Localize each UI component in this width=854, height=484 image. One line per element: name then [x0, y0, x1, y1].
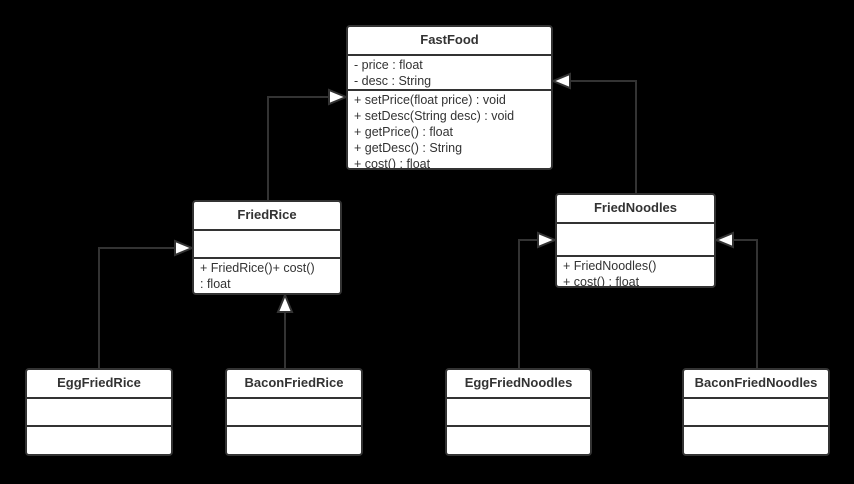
class-box-baconfriednoodles[interactable]: BaconFriedNoodles	[682, 368, 830, 456]
class-box-eggfriednoodles[interactable]: EggFriedNoodles	[445, 368, 592, 456]
attributes-section-empty	[557, 222, 714, 255]
method-line: : float	[200, 277, 231, 291]
method-line: + setPrice(float price) : void	[354, 93, 506, 107]
methods-section-empty	[447, 425, 590, 454]
methods-section-empty	[227, 425, 361, 454]
connector-line	[569, 80, 637, 193]
inheritance-edge-baconfriednoodles-to-friednoodles[interactable]	[713, 231, 758, 368]
hollow-triangle-arrowhead-icon	[328, 88, 349, 106]
connector-line	[732, 239, 758, 368]
class-title: FriedRice	[237, 207, 297, 222]
method-line: + getPrice() : float	[354, 125, 453, 139]
methods-section: + FriedNoodles() + cost() : float	[557, 255, 714, 286]
inheritance-edge-friedrice-to-fastfood[interactable]	[267, 88, 349, 200]
attributes-section-empty	[684, 397, 828, 425]
class-title: EggFriedNoodles	[464, 375, 573, 390]
attributes-section-empty	[227, 397, 361, 425]
class-box-friednoodles[interactable]: FriedNoodles + FriedNoodles() + cost() :…	[555, 193, 716, 288]
method-line: + FriedRice()+ cost()	[200, 261, 315, 275]
method-line: + cost() : float	[354, 157, 431, 168]
class-title: FriedNoodles	[593, 200, 678, 215]
attributes-section-empty	[27, 397, 171, 425]
attribute-line: - price : float	[354, 58, 423, 72]
attributes-section-empty	[194, 229, 340, 257]
class-box-baconfriedrice[interactable]: BaconFriedRice	[225, 368, 363, 456]
class-title: FastFood	[420, 32, 479, 47]
hollow-triangle-arrowhead-icon	[276, 292, 294, 313]
class-box-fastfood[interactable]: FastFood - price : float - desc : String…	[346, 25, 553, 170]
connector-line	[518, 239, 539, 368]
hollow-triangle-arrowhead-icon	[174, 239, 195, 257]
methods-section-empty	[27, 425, 171, 454]
class-title: EggFriedRice	[57, 375, 141, 390]
connector-line	[98, 247, 176, 368]
inheritance-edge-baconfriedrice-to-friedrice[interactable]	[276, 292, 294, 368]
method-line: + getDesc() : String	[354, 141, 463, 155]
inheritance-edge-friednoodles-to-fastfood[interactable]	[550, 72, 637, 193]
hollow-triangle-arrowhead-icon	[550, 72, 571, 90]
methods-section-empty	[684, 425, 828, 454]
connector-line	[267, 96, 330, 200]
inheritance-edge-eggfriednoodles-to-friednoodles[interactable]	[518, 231, 558, 368]
hollow-triangle-arrowhead-icon	[713, 231, 734, 249]
attributes-section: - price : float - desc : String	[348, 54, 551, 89]
method-line: + setDesc(String desc) : void	[354, 109, 515, 123]
hollow-triangle-arrowhead-icon	[537, 231, 558, 249]
attributes-section-empty	[447, 397, 590, 425]
methods-section: + setPrice(float price) : void + setDesc…	[348, 89, 551, 168]
class-box-friedrice[interactable]: FriedRice + FriedRice()+ cost() : float	[192, 200, 342, 295]
class-box-eggfriedrice[interactable]: EggFriedRice	[25, 368, 173, 456]
attribute-line: - desc : String	[354, 74, 432, 88]
class-title: BaconFriedNoodles	[694, 375, 818, 390]
class-title: BaconFriedRice	[244, 375, 344, 390]
methods-section: + FriedRice()+ cost() : float	[194, 257, 340, 293]
method-line: + FriedNoodles()	[563, 259, 657, 273]
method-line: + cost() : float	[563, 275, 640, 286]
inheritance-edge-eggfriedrice-to-friedrice[interactable]	[98, 239, 195, 368]
